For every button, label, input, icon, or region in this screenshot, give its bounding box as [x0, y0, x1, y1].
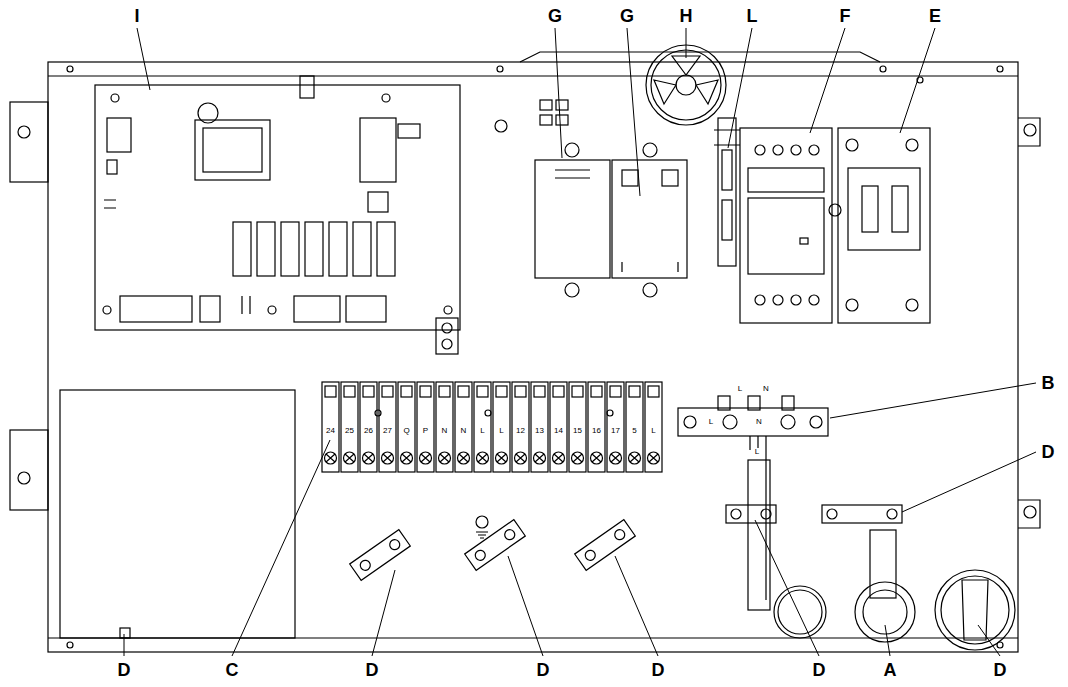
terminal-label: 13	[534, 427, 545, 435]
terminal-label: 16	[591, 427, 602, 435]
terminal-label: L	[754, 448, 760, 456]
terminal-label: 25	[344, 427, 355, 435]
callout-letter: D	[1040, 442, 1057, 462]
terminal-label: L	[479, 427, 485, 435]
callout-letter: D	[811, 660, 828, 680]
terminal-label: N	[755, 418, 763, 426]
callout-letter: I	[132, 6, 141, 26]
callout-letter: B	[1040, 373, 1057, 393]
callout-letter: G	[546, 6, 564, 26]
callout-letter: D	[650, 660, 667, 680]
terminal-label: 24	[325, 427, 336, 435]
terminal-label: 26	[363, 427, 374, 435]
callout-letter: F	[838, 6, 853, 26]
callout-letter: G	[618, 6, 636, 26]
terminal-label: 14	[553, 427, 564, 435]
callout-letter: H	[678, 6, 695, 26]
terminal-label: 5	[631, 427, 637, 435]
callout-letter: D	[364, 660, 381, 680]
callout-letter: A	[882, 660, 899, 680]
terminal-label: L	[498, 427, 504, 435]
terminal-label: 17	[610, 427, 621, 435]
terminal-label: L	[737, 385, 743, 393]
terminal-label: L	[708, 418, 714, 426]
callout-letter: L	[745, 6, 760, 26]
terminal-label: 15	[572, 427, 583, 435]
terminal-label: Q	[402, 427, 410, 435]
terminal-label: N	[762, 385, 770, 393]
terminal-label: 27	[382, 427, 393, 435]
callout-letter: C	[224, 660, 241, 680]
callout-letter: D	[116, 660, 133, 680]
terminal-label: L	[650, 427, 656, 435]
terminal-label: 12	[515, 427, 526, 435]
callout-letter: D	[992, 660, 1009, 680]
terminal-label: N	[441, 427, 449, 435]
terminal-label: N	[460, 427, 468, 435]
callout-letter: E	[927, 6, 943, 26]
terminal-label: P	[422, 427, 429, 435]
callout-letter: D	[535, 660, 552, 680]
